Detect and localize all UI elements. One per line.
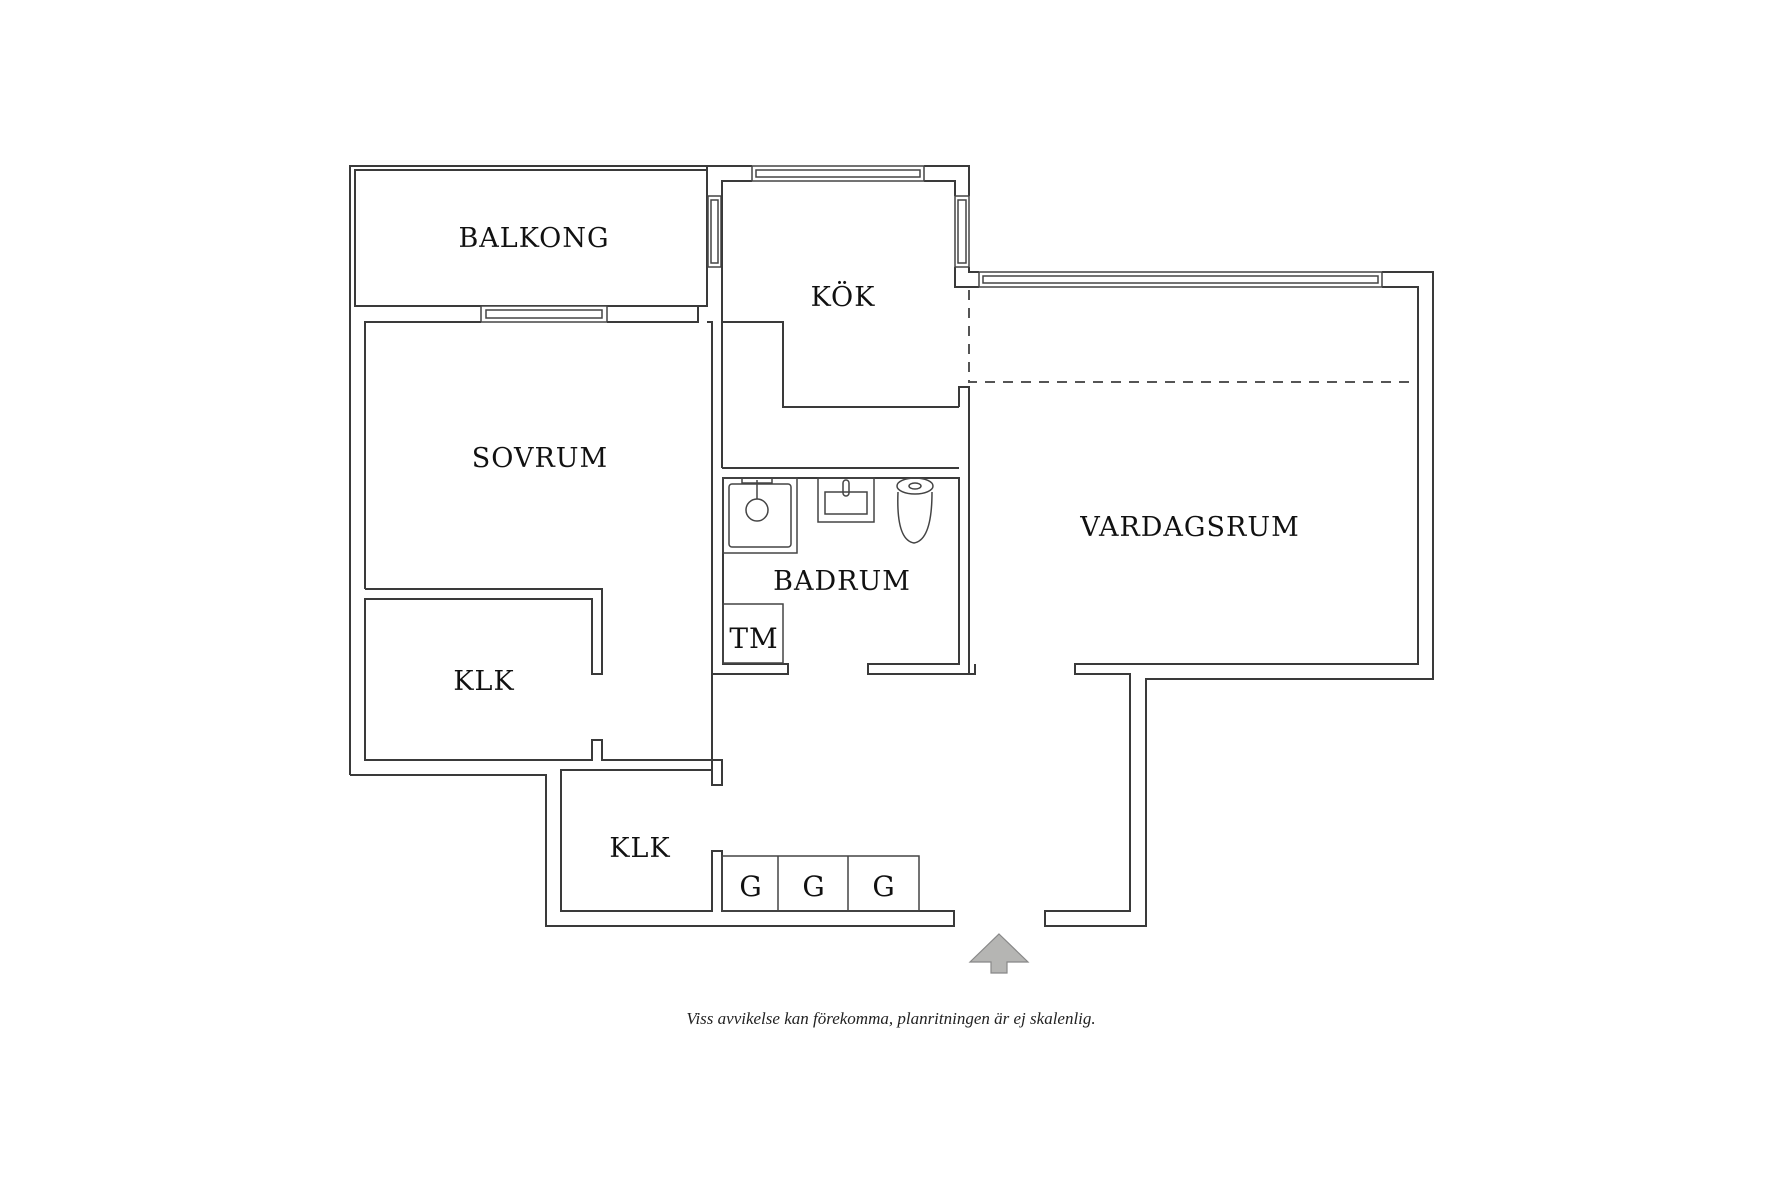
open-plan-divider [968, 290, 1418, 383]
balcony-walls [349, 165, 708, 775]
room-label-vardagsrum: VARDAGSRUM [1079, 512, 1299, 543]
kitchen-walls [707, 165, 979, 675]
room-label-klk-lower: KLK [609, 833, 670, 864]
kitchen-side-window [954, 195, 970, 268]
bedroom-window [480, 305, 608, 323]
shower-icon [722, 477, 798, 554]
room-label-balkong: BALKONG [458, 223, 609, 254]
room-label-badrum: BADRUM [773, 566, 911, 597]
storage-label-g2: G [802, 870, 825, 903]
room-label-klk-upper: KLK [453, 666, 514, 697]
storage-label-g3: G [872, 870, 895, 903]
washing-machine-box [722, 603, 784, 664]
room-label-kok: KÖK [811, 279, 876, 313]
balcony-side-window [707, 195, 722, 268]
storage-label-g1: G [739, 870, 762, 903]
kitchen-top-window [751, 165, 925, 182]
living-room-walls [1044, 271, 1434, 927]
storage-boxes [721, 855, 920, 912]
toilet-icon [896, 477, 934, 544]
room-label-sovrum: SOVRUM [472, 443, 608, 474]
room-label-tm: TM [729, 622, 778, 655]
disclaimer-caption: Viss avvikelse kan förekomma, planritnin… [686, 1009, 1095, 1028]
living-room-window [978, 271, 1383, 288]
sink-icon [817, 477, 875, 523]
entrance-arrow-icon [968, 933, 1030, 974]
